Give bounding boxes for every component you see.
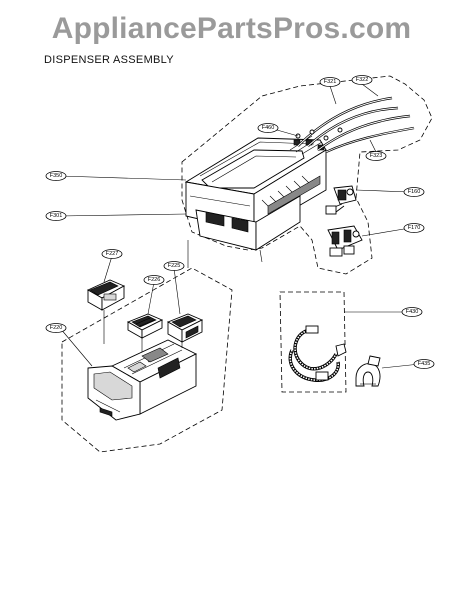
- bleach-cup-part: [166, 313, 204, 343]
- drain-hose-part: [288, 325, 347, 382]
- water-valve-single: [325, 185, 357, 215]
- callout-label: F350: [50, 173, 63, 179]
- callout-label: F220: [50, 325, 63, 331]
- diagram-title: DISPENSER ASSEMBLY: [44, 54, 174, 66]
- callout-label: F323: [370, 153, 383, 159]
- callout-label: F225: [168, 263, 181, 269]
- callout-label: F322: [356, 77, 369, 83]
- assembly-leaders: [103, 240, 263, 352]
- dispenser-housing: [184, 135, 327, 251]
- callout-label: F321: [324, 79, 337, 85]
- callout-f350: F350: [45, 171, 67, 181]
- callout-label: F301: [50, 213, 63, 219]
- drawer-group-outline: [61, 267, 233, 453]
- callout-label: F430: [406, 309, 419, 315]
- dispenser-drawer-part: [87, 339, 198, 421]
- siphon-cap-part: [87, 279, 126, 311]
- callout-f226: F226: [143, 275, 165, 285]
- callout-f160: F160: [403, 187, 425, 197]
- watermark-text: AppliancePartsPros.com: [51, 12, 412, 45]
- callout-label: F170: [408, 225, 421, 231]
- callout-f225: F225: [163, 261, 185, 271]
- callout-f170: F170: [403, 223, 425, 233]
- callout-f220: F220: [45, 323, 67, 333]
- callout-f301: F301: [45, 211, 67, 221]
- callout-f460: F460: [257, 123, 279, 133]
- dispenser-group-outline: [181, 75, 433, 275]
- callout-label: F460: [262, 125, 275, 131]
- callout-f430: F430: [401, 307, 423, 317]
- hose-guide-part: [355, 355, 381, 387]
- softener-cup-part: [126, 313, 164, 339]
- callout-label: F227: [106, 251, 119, 257]
- callout-label: F435: [418, 361, 431, 367]
- inlet-hoses: [295, 96, 415, 153]
- callout-f322: F322: [351, 75, 373, 85]
- hose-kit-outline: [279, 291, 347, 393]
- callout-f227: F227: [101, 249, 123, 259]
- callout-label: F160: [408, 189, 421, 195]
- callout-f321: F321: [319, 77, 341, 87]
- water-valve-double: [327, 225, 363, 257]
- callout-f435: F435: [413, 359, 435, 369]
- callout-f323: F323: [365, 151, 387, 161]
- callout-label: F226: [148, 277, 161, 283]
